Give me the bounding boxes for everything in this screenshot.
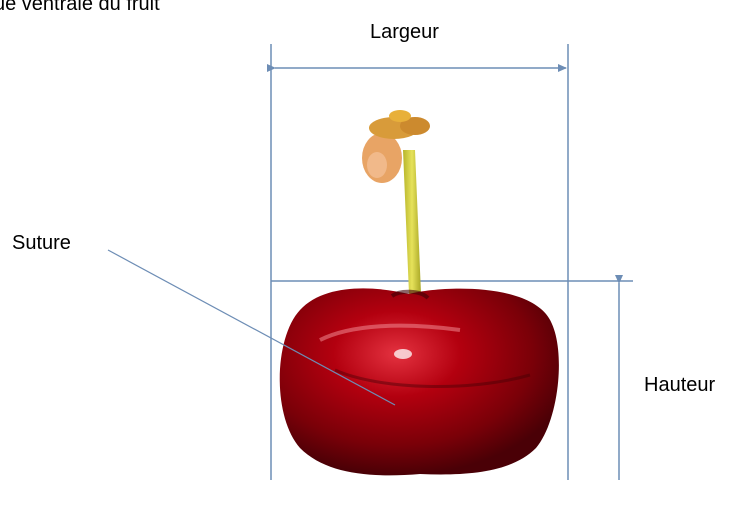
cherry-fruit — [280, 288, 559, 475]
flower-remnant — [362, 110, 430, 183]
stem — [403, 150, 421, 294]
